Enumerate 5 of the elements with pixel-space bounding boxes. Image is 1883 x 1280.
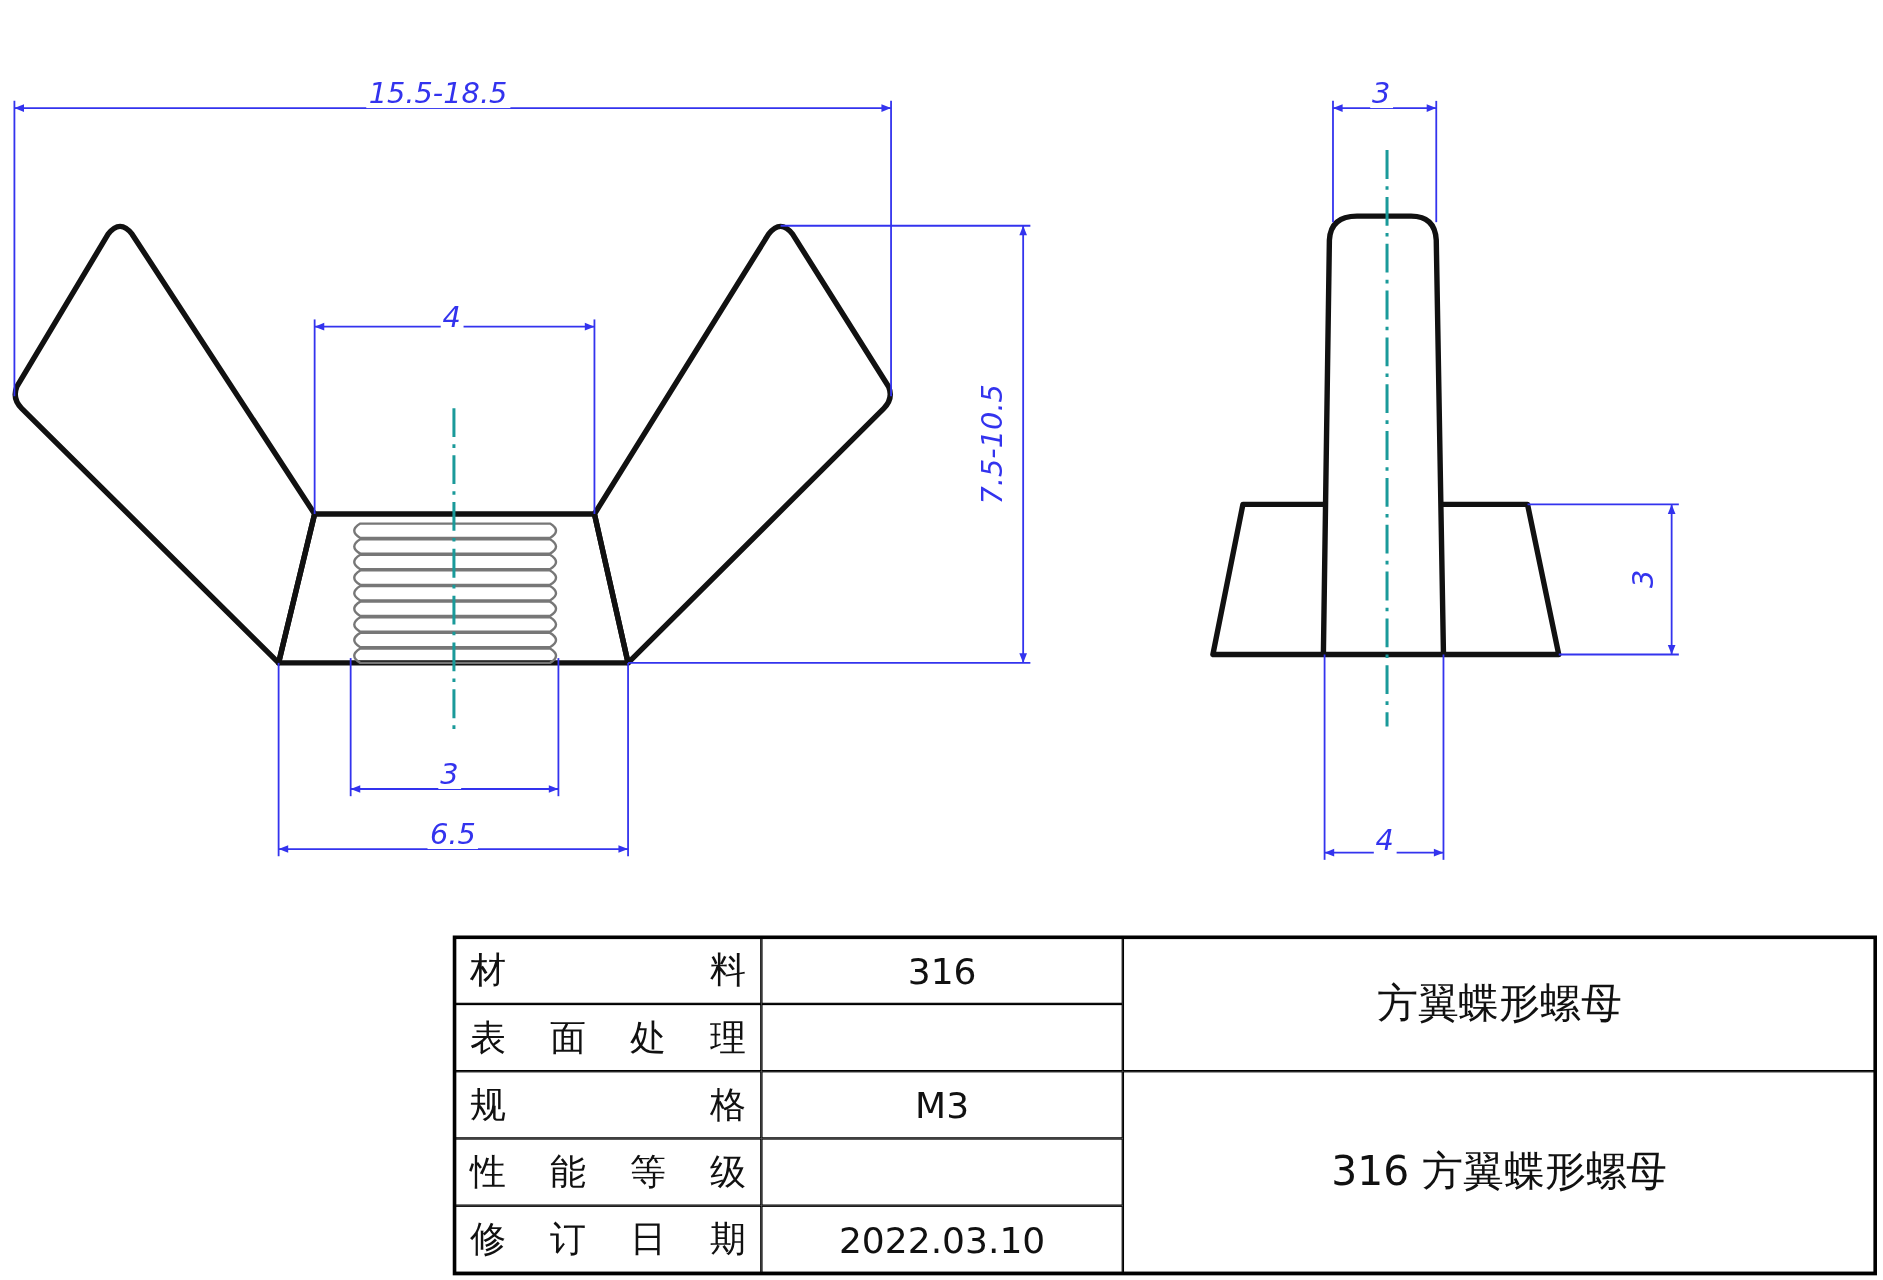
dimension-text: 15.5-18.5 (366, 79, 510, 109)
dimension-text: 4 (1373, 826, 1397, 856)
dimension-text: 3 (1369, 79, 1393, 109)
dimension-text: 6.5 (427, 820, 479, 850)
dimension-text: 3 (437, 760, 461, 789)
